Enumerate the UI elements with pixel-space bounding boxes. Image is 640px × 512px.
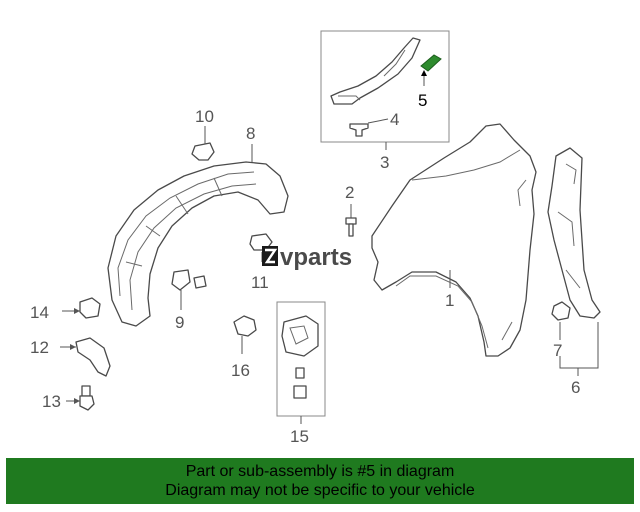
part-8-liner: [107, 144, 289, 327]
callout-3: 3: [380, 153, 389, 172]
callout-6: 6: [571, 378, 580, 397]
part-6-bracket: [547, 147, 601, 319]
callout-12: 12: [30, 338, 49, 357]
callout-14: 14: [30, 303, 49, 322]
callout-15: 15: [290, 427, 309, 446]
part-12-bracket: [60, 337, 111, 377]
vparts-watermark-logo: vparts: [262, 244, 352, 271]
part-16-clip: [233, 315, 257, 354]
callout-8: 8: [246, 124, 255, 143]
part-10-clip: [191, 126, 215, 161]
callout-7: 7: [553, 341, 562, 360]
svg-text:vparts: vparts: [280, 244, 352, 271]
callout-16: 16: [231, 361, 250, 380]
callout-2: 2: [345, 183, 354, 202]
callout-4: 4: [390, 110, 399, 129]
parts-diagram: 1 2 3 4 5 6 7 8 9 10 11 12 13 14 15 16: [30, 30, 601, 446]
group-6-bracket-line: [559, 322, 599, 369]
callout-10: 10: [195, 107, 214, 126]
part-4-clip: [349, 118, 389, 137]
part-5-seal: [420, 54, 442, 86]
part-9-clip: [171, 269, 207, 310]
callout-13: 13: [42, 392, 61, 411]
callout-5: 5: [418, 91, 427, 110]
footer-line-2: Diagram may not be specific to your vehi…: [165, 482, 475, 499]
part-15-assembly: [281, 315, 319, 399]
part-1-fender: [371, 123, 537, 357]
group-3-frame: [320, 30, 450, 143]
part-5-highlight: [420, 54, 442, 72]
part-2-bolt: [345, 204, 357, 237]
callout-1: 1: [445, 291, 454, 310]
callout-9: 9: [175, 313, 184, 332]
part-14-retainer: [62, 297, 101, 319]
part-13-bolt: [66, 385, 95, 411]
part-7-clip: [551, 301, 571, 340]
callout-11: 11: [251, 273, 269, 292]
footer-line-1: Part or sub-assembly is #5 in diagram: [185, 463, 455, 480]
footer-banner: Part or sub-assembly is #5 in diagram Di…: [6, 458, 634, 504]
part-3-bracket: [330, 37, 421, 105]
